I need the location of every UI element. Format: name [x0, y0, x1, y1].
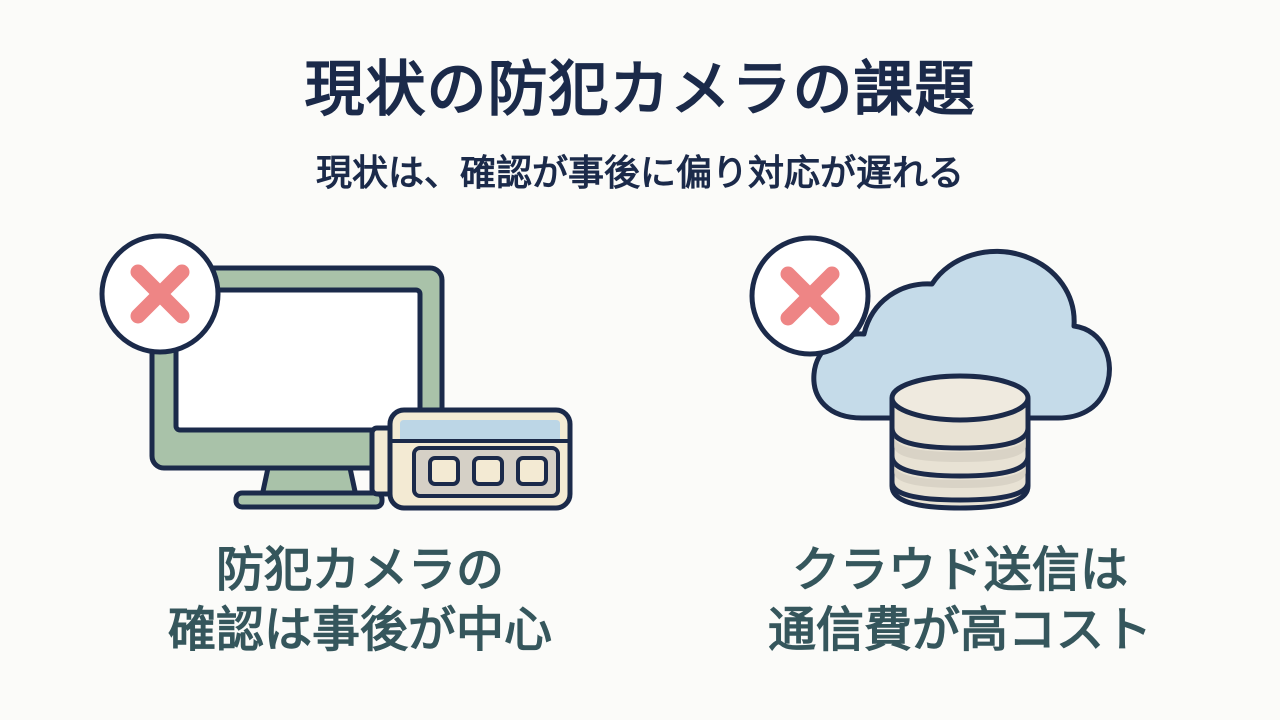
database-icon [889, 373, 1031, 511]
cloud-icon [811, 248, 1112, 421]
recorder-icon [369, 407, 573, 511]
x-mark-icon [749, 235, 871, 357]
caption-line: 確認は事後が中心 [167, 602, 552, 658]
caption-monitor-issue: 防犯カメラの 確認は事後が中心 [90, 540, 630, 660]
caption-cloud-issue: クラウド送信は 通信費が高コスト [690, 540, 1230, 660]
x-mark-icon [99, 233, 221, 355]
monitor-icon [149, 265, 445, 510]
caption-line: クラウド送信は [791, 542, 1128, 598]
caption-line: 防犯カメラの [215, 542, 504, 598]
page-subtitle: 現状は、確認が事後に偏り対応が遅れる [315, 153, 964, 194]
page-title: 現状の防犯カメラの課題 [304, 55, 976, 125]
caption-line: 通信費が高コスト [767, 602, 1152, 658]
